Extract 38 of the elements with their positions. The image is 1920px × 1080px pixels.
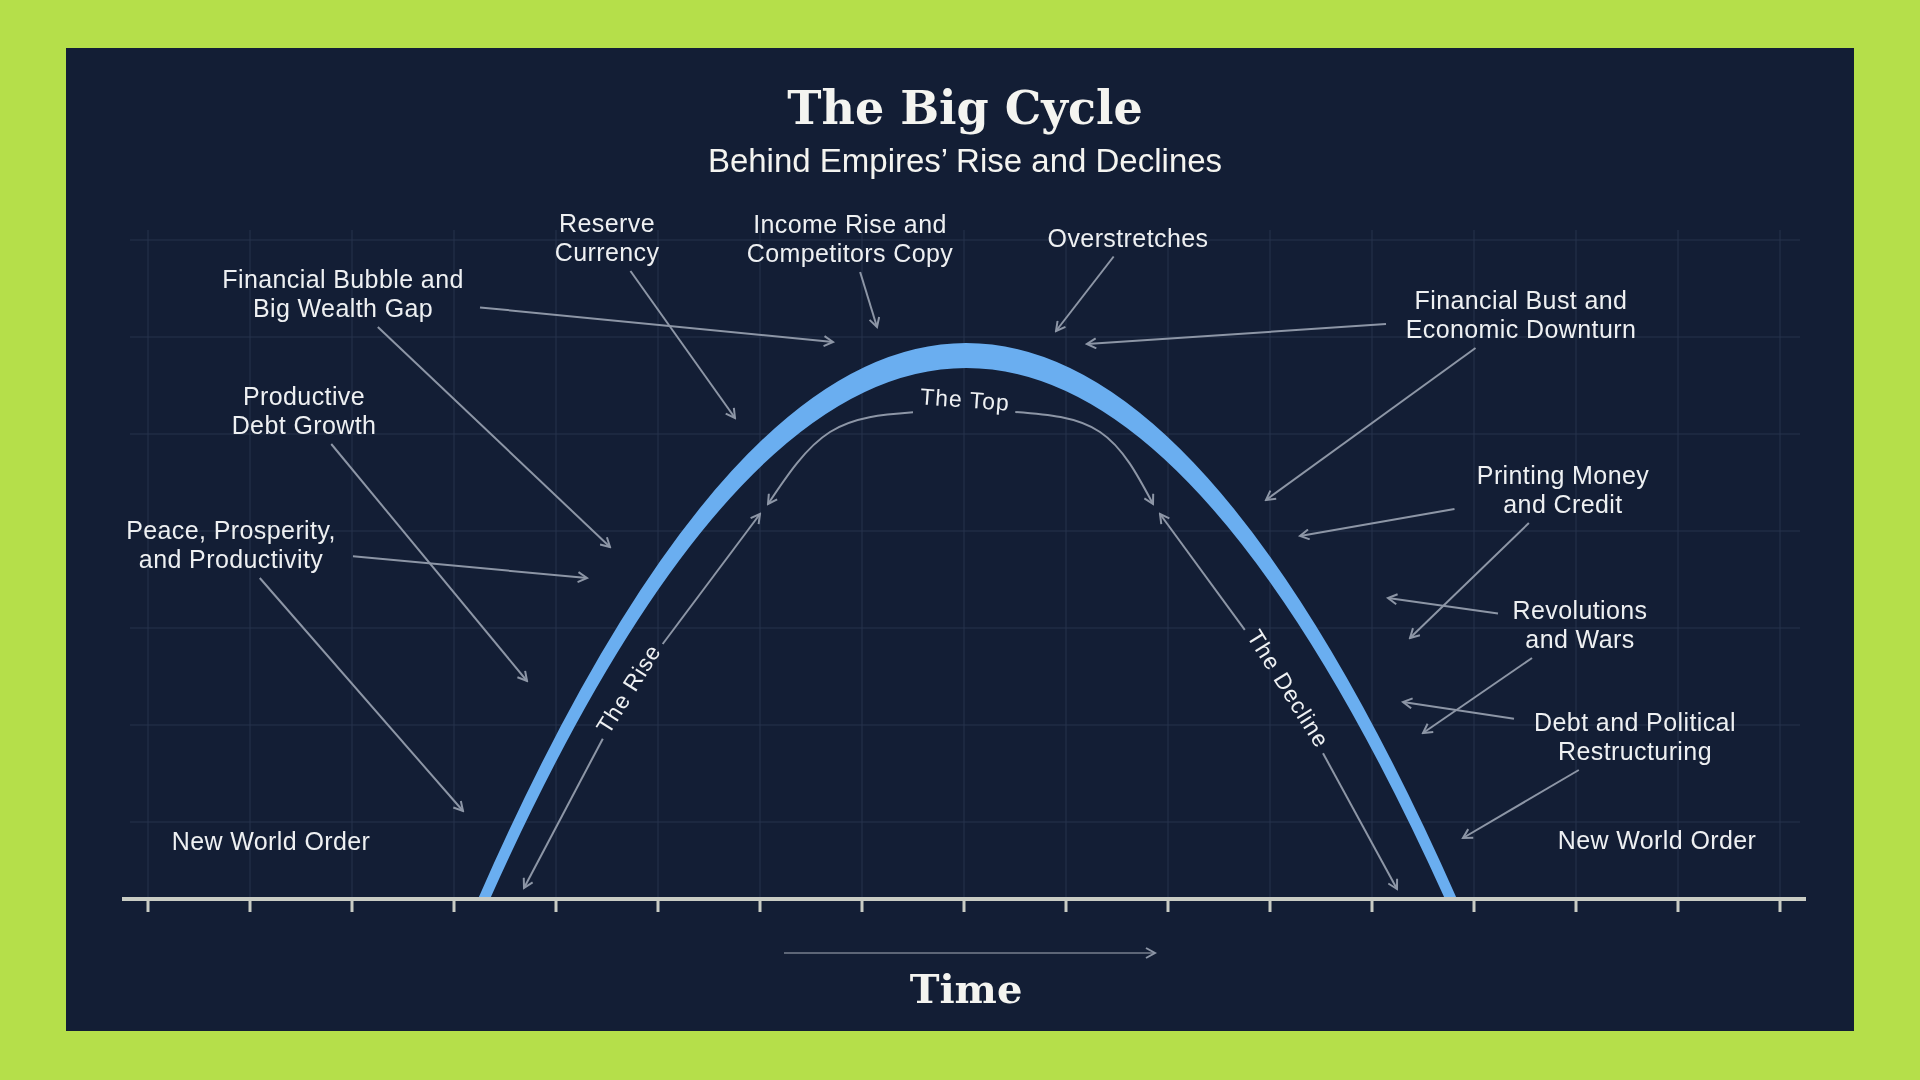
arrow — [352, 555, 588, 584]
annotation-text: Revolutions and Wars — [1504, 596, 1656, 654]
arrow — [1409, 522, 1530, 639]
arrow — [767, 411, 914, 505]
arrow — [1014, 410, 1155, 505]
title: The Big Cycle — [787, 81, 1143, 135]
arrow — [859, 271, 881, 328]
axis-title: Time — [909, 964, 1023, 1012]
annotation-text: Overstretches — [1047, 223, 1209, 253]
arrow — [1055, 255, 1115, 332]
annotation-text: Printing Money and Credit — [1460, 461, 1666, 519]
annotation-text: Financial Bubble and Big Wealth Gap — [212, 265, 474, 323]
arrow — [1402, 697, 1515, 720]
annotation-text: Reserve Currency — [542, 209, 672, 267]
subtitle: Behind Empires’ Rise and Declines — [707, 142, 1223, 180]
arrow — [1422, 657, 1534, 734]
arrow — [1265, 347, 1477, 501]
annotation-text: New World Order — [171, 826, 371, 856]
arrow — [479, 306, 834, 348]
arrow — [1322, 752, 1399, 890]
annotation-text: Debt and Political Restructuring — [1520, 708, 1750, 766]
arrow — [1159, 513, 1246, 631]
annotation-text: Productive Debt Growth — [221, 382, 387, 440]
annotation-text: Income Rise and Competitors Copy — [727, 210, 973, 268]
arrow — [1086, 323, 1387, 350]
arrow — [1387, 593, 1499, 615]
arrow — [376, 326, 611, 548]
arrow — [258, 577, 464, 812]
arrow — [1462, 769, 1580, 839]
annotation-text: Financial Bust and Economic Downturn — [1392, 286, 1650, 344]
arrow — [629, 270, 736, 419]
annotation-text: Peace, Prosperity, and Productivity — [115, 516, 347, 574]
arrow — [1299, 508, 1456, 541]
arrow — [522, 737, 604, 889]
phase-label: The Top — [919, 382, 1011, 418]
arrow — [330, 443, 528, 682]
annotation-text: New World Order — [1557, 825, 1757, 855]
arrow — [661, 513, 761, 645]
